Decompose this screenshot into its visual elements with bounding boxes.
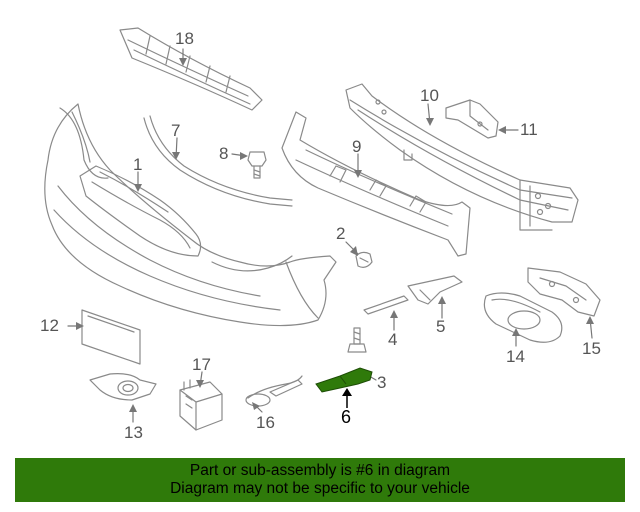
callout-9: 9 (352, 137, 362, 156)
callout-6: 6 (341, 407, 352, 427)
banner-line-1: Part or sub-assembly is #6 in diagram (189, 462, 451, 479)
part-4-strip (363, 295, 409, 315)
leader-lines (67, 48, 593, 423)
part-11-bracket (445, 99, 499, 139)
part-8-bolt (247, 151, 267, 179)
part-10-beam (345, 83, 579, 231)
callout-16: 16 (256, 413, 275, 432)
callout-1: 1 (133, 155, 143, 174)
part-15-bracket (527, 267, 601, 317)
part-17-module (179, 379, 223, 431)
part-2-clip (355, 251, 373, 268)
callout-17: 17 (192, 355, 211, 374)
part-1-bumper-cover (44, 103, 337, 327)
part-18-reinforcement (119, 27, 263, 111)
part-12-plate-bracket (81, 309, 141, 365)
callout-7: 7 (171, 121, 181, 140)
part-3-bolt (347, 327, 367, 353)
callout-13: 13 (124, 423, 143, 442)
callout-14: 14 (506, 347, 525, 366)
notice-banner: Part or sub-assembly is #6 in diagram Di… (15, 458, 625, 502)
part-9-absorber (281, 111, 471, 257)
callout-10: 10 (420, 86, 439, 105)
leader-arrowheads (76, 58, 594, 412)
part-5-bracket (407, 275, 463, 305)
callout-5: 5 (436, 317, 446, 336)
callout-2: 2 (336, 224, 346, 243)
callout-8: 8 (219, 144, 229, 163)
part-13-fog-lamp (89, 373, 157, 401)
callout-18: 18 (175, 29, 194, 48)
part-14-bezel (483, 292, 563, 343)
part-7-molding (143, 115, 293, 207)
callout-15: 15 (582, 339, 601, 358)
callout-11: 11 (520, 120, 538, 139)
part-16-harness (245, 375, 303, 407)
callout-12: 12 (40, 316, 59, 335)
callout-3: 3 (377, 373, 387, 392)
callout-4: 4 (388, 330, 398, 349)
banner-line-2: Diagram may not be specific to your vehi… (170, 480, 470, 497)
part-6-highlighted-bracket (315, 367, 373, 408)
